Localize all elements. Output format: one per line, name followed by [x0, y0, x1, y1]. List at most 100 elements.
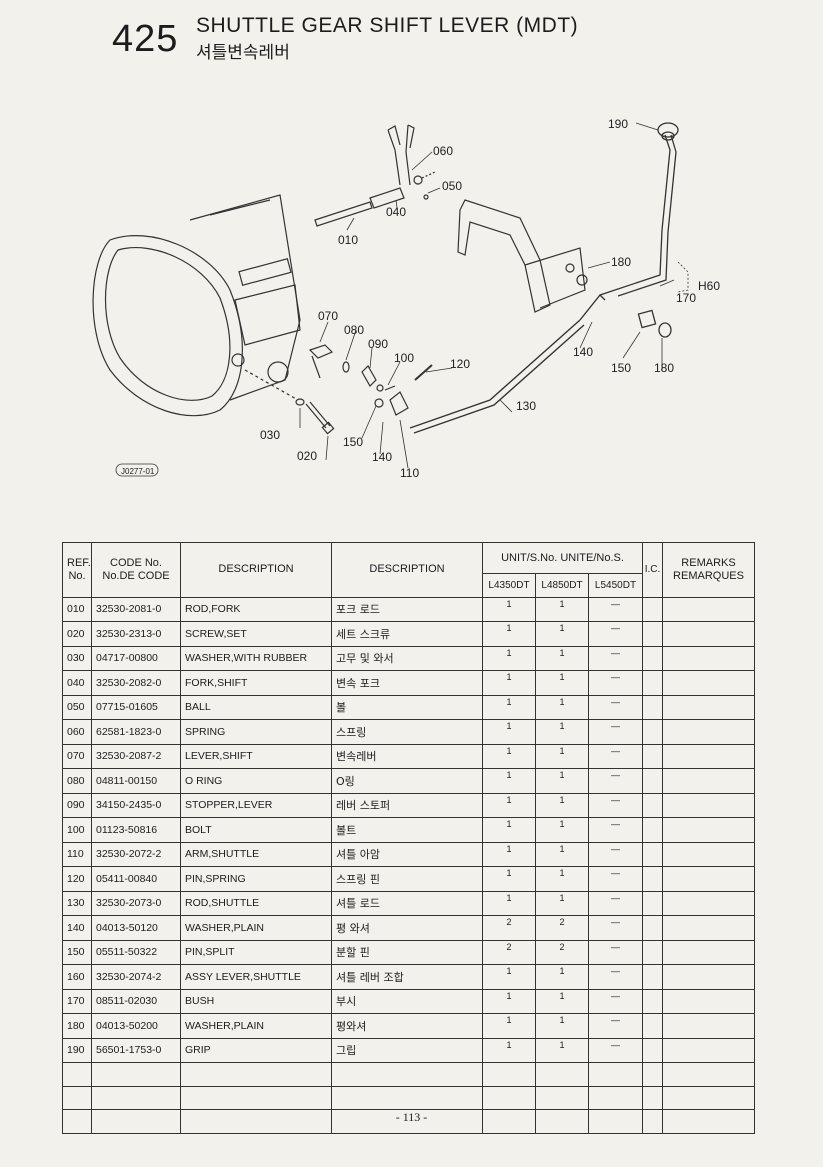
- empty-cell: [662, 1109, 755, 1134]
- qty-l4850dt-cell: 1: [535, 1037, 589, 1063]
- callout-label: 140: [573, 345, 593, 359]
- qty-l5450dt-cell: —: [588, 890, 643, 916]
- qty-l5450dt-cell: —: [588, 719, 643, 745]
- callout-label: 010: [338, 233, 358, 247]
- empty-cell: [91, 1109, 181, 1134]
- qty-l4850dt-cell: 1: [535, 988, 589, 1014]
- description-en-cell: BUSH: [180, 988, 332, 1014]
- callout-label: 060: [433, 144, 453, 158]
- remarks-cell: [662, 915, 755, 941]
- ic-cell: [642, 1013, 663, 1039]
- qty-l4350dt-cell: 1: [482, 768, 536, 794]
- remarks-cell: [662, 817, 755, 843]
- empty-cell: [662, 1085, 755, 1110]
- qty-l4350dt-cell: 1: [482, 964, 536, 990]
- remarks-cell: [662, 743, 755, 769]
- header-model: L4850DT: [535, 573, 589, 598]
- ref-cell: 020: [62, 621, 92, 647]
- qty-l5450dt-cell: —: [588, 817, 643, 843]
- empty-cell: [535, 1062, 589, 1087]
- description-en-cell: ARM,SHUTTLE: [180, 841, 332, 867]
- description-ko-cell: 포크 로드: [331, 596, 483, 622]
- callout-label: 130: [516, 399, 536, 413]
- shuttle-rod: [409, 293, 606, 434]
- description-en-cell: GRIP: [180, 1037, 332, 1063]
- ic-cell: [642, 841, 663, 867]
- empty-cell: [535, 1085, 589, 1110]
- remarks-cell: [662, 841, 755, 867]
- remarks-cell: [662, 890, 755, 916]
- qty-l5450dt-cell: —: [588, 670, 643, 696]
- qty-l4350dt-cell: 1: [482, 645, 536, 671]
- qty-l4850dt-cell: 1: [535, 743, 589, 769]
- ic-cell: [642, 939, 663, 965]
- qty-l4350dt-cell: 1: [482, 817, 536, 843]
- ic-cell: [642, 964, 663, 990]
- description-ko-cell: 부시: [331, 988, 483, 1014]
- description-en-cell: ROD,FORK: [180, 596, 332, 622]
- callout-label: 180: [611, 255, 631, 269]
- ref-cell: 050: [62, 694, 92, 720]
- header-description-en: DESCRIPTION: [180, 542, 332, 598]
- header-ic: I.C.: [642, 542, 663, 598]
- callout-label: 190: [608, 117, 628, 131]
- qty-l5450dt-cell: —: [588, 645, 643, 671]
- code-cell: 56501-1753-0: [91, 1037, 181, 1063]
- remarks-cell: [662, 792, 755, 818]
- header-description-ko: DESCRIPTION: [331, 542, 483, 598]
- bracket: [457, 199, 588, 313]
- description-en-cell: WASHER,WITH RUBBER: [180, 645, 332, 671]
- remarks-cell: [662, 1013, 755, 1039]
- qty-l4850dt-cell: 1: [535, 596, 589, 622]
- description-en-cell: STOPPER,LEVER: [180, 792, 332, 818]
- code-cell: 07715-01605: [91, 694, 181, 720]
- remarks-cell: [662, 964, 755, 990]
- transmission-housing: [92, 194, 301, 417]
- code-cell: 04811-00150: [91, 768, 181, 794]
- code-cell: 32530-2313-0: [91, 621, 181, 647]
- header-remarks: REMARKS REMARQUES: [662, 542, 755, 598]
- parts-table: REF. No. CODE No. No.DE CODE DESCRIPTION…: [62, 542, 755, 1134]
- callout-label: 150: [611, 361, 631, 375]
- figure-code-tag: J0277-01: [115, 463, 159, 477]
- empty-cell: [331, 1062, 483, 1087]
- description-ko-cell: 세트 스크류: [331, 621, 483, 647]
- description-ko-cell: O링: [331, 768, 483, 794]
- description-ko-cell: 레버 스토퍼: [331, 792, 483, 818]
- qty-l4350dt-cell: 2: [482, 915, 536, 941]
- description-ko-cell: 볼트: [331, 817, 483, 843]
- description-ko-cell: 변속 포크: [331, 670, 483, 696]
- remarks-cell: [662, 694, 755, 720]
- empty-cell: [588, 1109, 643, 1134]
- description-ko-cell: 셔틀 레버 조합: [331, 964, 483, 990]
- ref-cell: 070: [62, 743, 92, 769]
- remarks-cell: [662, 621, 755, 647]
- header-model: L4350DT: [482, 573, 536, 598]
- qty-l4850dt-cell: 1: [535, 694, 589, 720]
- ic-cell: [642, 621, 663, 647]
- qty-l4350dt-cell: 1: [482, 694, 536, 720]
- empty-cell: [331, 1109, 483, 1134]
- description-ko-cell: 평와셔: [331, 1013, 483, 1039]
- description-ko-cell: 셔틀 아암: [331, 841, 483, 867]
- description-en-cell: SCREW,SET: [180, 621, 332, 647]
- callout-label: 070: [318, 309, 338, 323]
- qty-l4350dt-cell: 1: [482, 890, 536, 916]
- ref-cell: 160: [62, 964, 92, 990]
- qty-l4850dt-cell: 2: [535, 939, 589, 965]
- qty-l4350dt-cell: 1: [482, 719, 536, 745]
- description-en-cell: O RING: [180, 768, 332, 794]
- description-ko-cell: 그립: [331, 1037, 483, 1063]
- remarks-cell: [662, 768, 755, 794]
- code-cell: 32530-2082-0: [91, 670, 181, 696]
- qty-l4350dt-cell: 1: [482, 621, 536, 647]
- fork-assembly: [314, 124, 436, 227]
